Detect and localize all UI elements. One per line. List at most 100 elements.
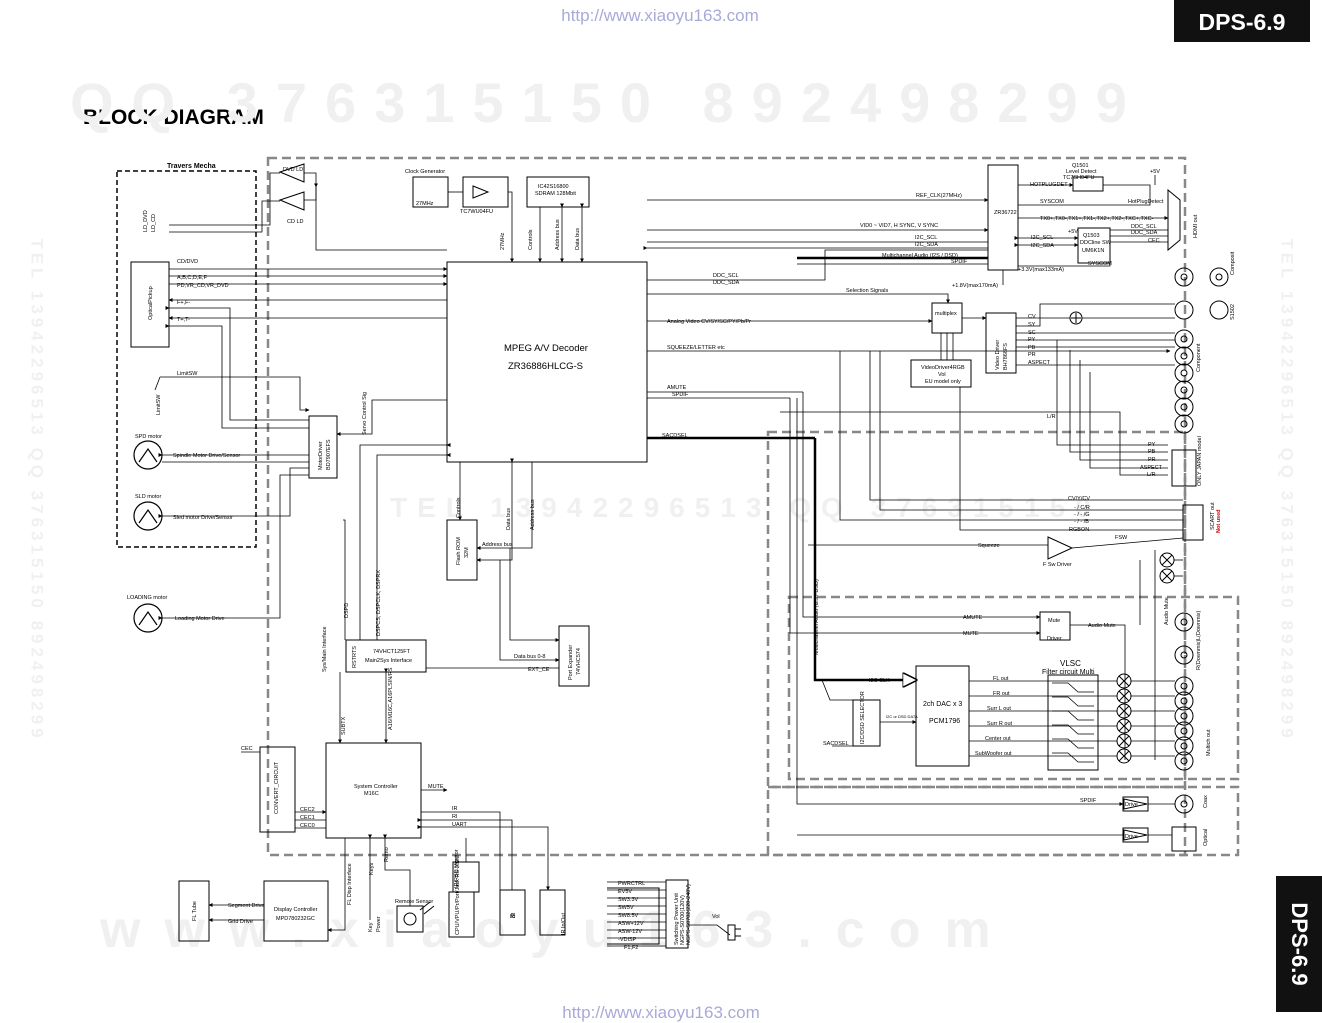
pr2-label: PR (1148, 457, 1156, 463)
vdisp-label: -VDISP (618, 937, 637, 943)
flash-label-1: Flash ROM (456, 537, 462, 565)
decoder-label-2: ZR36886HLCG-S (508, 361, 583, 372)
motor-driver-label-2: BD7907EFS (326, 439, 332, 470)
vlsc-block (1047, 674, 1099, 771)
sc-label: SC (1028, 330, 1036, 336)
clock-ic-label: TC7WU04FU (460, 209, 493, 215)
data-bus-label: Data bus (575, 228, 581, 250)
i2c-sda2-label: I2C_SDA (1031, 243, 1054, 249)
syscom2-label: SYSCOM (1088, 261, 1112, 267)
ir-out-label: IR In/Out (561, 913, 567, 935)
region-boxes (266, 156, 1240, 857)
url-bottom[interactable]: http://www.xiaoyu163.com (562, 1003, 760, 1022)
port-exp-label-1: Port Expander (568, 645, 574, 680)
lr2-label: L/R (1147, 472, 1156, 478)
composit-label: Composit (1230, 251, 1236, 275)
interface-block (345, 639, 427, 673)
dac-label-2: PCM1796 (929, 718, 960, 725)
ir-sig-label: IR (452, 806, 458, 812)
py2-label: PY (1148, 442, 1156, 448)
ev5-label: EV5V (618, 889, 632, 895)
abcdef-label: A,B,C,D,E,F (177, 275, 208, 281)
display-ctrl-label-2: MPD780232GC (276, 916, 315, 922)
multiplex-block (931, 302, 963, 334)
tc7wu-block (462, 176, 509, 208)
power-label-3: NGPS-S0702(220-240V) (686, 884, 692, 945)
cec-in-label: CEC (241, 746, 253, 752)
s-video-jack-2 (1209, 300, 1229, 320)
fl-out-label: FL out (993, 676, 1009, 682)
sdram-label-1: IC42S16800 (538, 184, 569, 190)
url-top[interactable]: http://www.xiaoyu163.com (561, 6, 759, 25)
squeeze-label: SQUEEZE/LETTER etc (667, 345, 725, 351)
scart-connector (1182, 504, 1204, 541)
vol-label: Vol (712, 914, 720, 920)
sbrx-label: SUBTX (341, 716, 347, 735)
sdram-label-2: SDRAM 128Mbit (535, 191, 576, 197)
pd-label: PD,VR_CD,VR_DVD (177, 283, 229, 289)
power-label-2: NGPS-S0700(120V) (680, 895, 686, 945)
loading-drive-label: Loading Motor Drive (175, 616, 225, 622)
audio-region (787, 595, 1240, 781)
fsw-driver-label: F Sw Driver (1043, 562, 1072, 568)
fl-tube-label: FL Tube (192, 901, 198, 921)
fl-interface-label: FL Disp Interface (347, 863, 353, 905)
driver-label: Driver (1047, 636, 1062, 642)
optical-label: Optical (1203, 829, 1209, 846)
controls-label: Controls (528, 229, 534, 250)
pr-label: PR (1028, 352, 1036, 358)
video-driver-label-1: Video Driver (995, 340, 1001, 370)
f-label: F+,F- (177, 300, 190, 306)
q1503-label-1: Q1503 (1083, 233, 1100, 239)
traverse-region (116, 170, 257, 548)
sld-motor-icon (133, 501, 163, 531)
bus-ctrl-label: A16/M16C,A16PLSIN/RS (388, 667, 394, 730)
remote-sensor-label: Remote Sensor (395, 899, 433, 905)
cec-label: CEC (1148, 238, 1160, 244)
sdram-block (526, 176, 590, 208)
rgb-label-3: EU model only (925, 379, 961, 385)
ri-mon-label: IR/RSD Monitor (454, 849, 460, 888)
v33-label: +3.3V(max133mA) (1018, 267, 1064, 273)
drive-opt-label: Drive (1125, 834, 1138, 840)
lr-label: L/R (1047, 414, 1056, 420)
rst-label: RSTRTS (352, 646, 358, 668)
cec1-label: CEC1 (300, 815, 315, 821)
spd-motor-label: SPD motor (135, 434, 162, 440)
cr-label: - / C/R (1074, 505, 1090, 511)
motor-driver-label-1: MotorDriver (318, 441, 324, 470)
ri-sig-label: RI (452, 814, 458, 820)
hotplug-label: HOTPLUGDET (1030, 182, 1068, 188)
v18-label: +1.8V(max170mA) (952, 283, 998, 289)
zr36722-label: ZR36722 (994, 210, 1017, 216)
power-sw-label: Power (376, 916, 382, 932)
sw33-label: SW3.3V (618, 897, 639, 903)
spdif-top-label: SPDIF (951, 259, 968, 265)
cpu-rs-label: CPU/VPU/Pr/Port/Jack RS-232C (455, 855, 461, 935)
address-bus2-label: Address bus (530, 499, 536, 530)
ld-cd-label: LD_CD (151, 214, 157, 232)
rgb-label-2: Vol (938, 372, 946, 378)
q1501-label-3: TC7SH04FU (1063, 175, 1095, 181)
port-exp-label-2: 74VHC574 (576, 648, 582, 675)
address-bus3-label: Address bus (482, 542, 513, 548)
flash-rom-block (446, 519, 478, 581)
mute-label: Mute (1048, 618, 1060, 624)
optical-pickup-block (130, 261, 170, 348)
fr-out-label: FR out (993, 691, 1010, 697)
only-japan-label: ONLY JAPAN model (1197, 436, 1203, 486)
system-controller-block (325, 742, 422, 839)
controls2-label: Controls (456, 497, 462, 518)
surr-l-out-label: Surr L out (987, 706, 1011, 712)
component-label: Component (1196, 343, 1202, 372)
subwoofer-out-label: SubWoofer out (975, 751, 1012, 757)
cec2-label: CEC2 (300, 807, 315, 813)
ir-label: IR (511, 912, 517, 918)
dspd-label: DSPD (344, 603, 350, 618)
selector-label: I2C/DSD SELECTOR (860, 691, 866, 744)
spd-motor-icon (133, 440, 163, 470)
mute-out-label: MUTE (428, 784, 444, 790)
servo-label: Servo Control Sig (362, 392, 368, 435)
spdif-label: SPDIF (672, 392, 689, 398)
optical-pickup-label: OpticalPickup (148, 286, 154, 320)
